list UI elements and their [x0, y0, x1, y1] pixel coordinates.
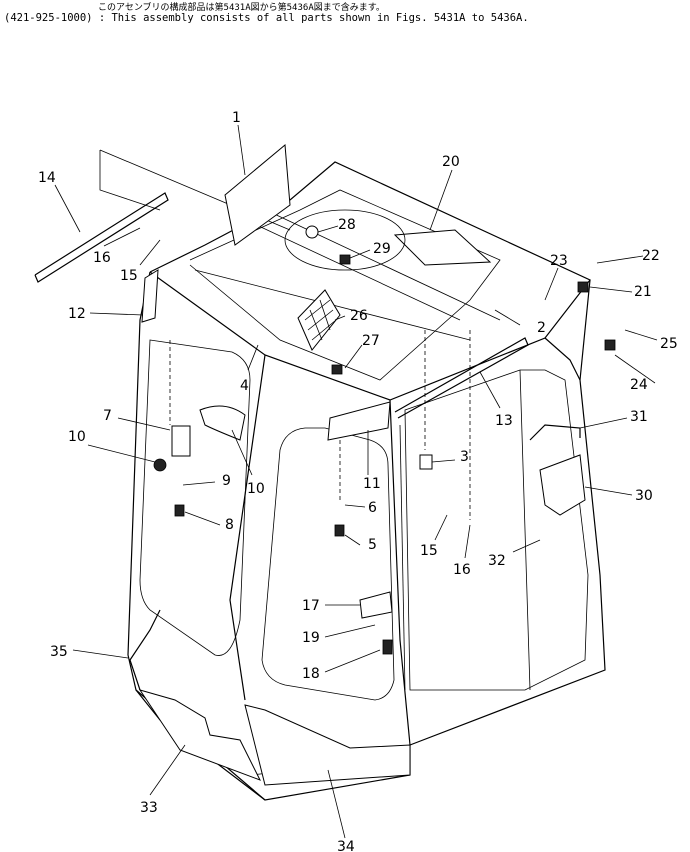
- part-21-bolt: [577, 281, 589, 293]
- callout-7: 7: [103, 408, 112, 424]
- part-5-bolt: [334, 524, 345, 537]
- callout-19: 19: [302, 630, 320, 646]
- callout-15a: 15: [120, 268, 138, 284]
- callout-5: 5: [368, 537, 377, 553]
- part-31-handle: [529, 424, 581, 441]
- part-33-lower-panel: [138, 689, 262, 781]
- callout-21: 21: [634, 284, 652, 300]
- callout-31: 31: [630, 409, 648, 425]
- callout-24: 24: [630, 377, 648, 393]
- part-27-bolt: [331, 364, 343, 375]
- callout-3: 3: [460, 449, 469, 465]
- callout-4: 4: [240, 378, 249, 394]
- part-29-bolt: [339, 254, 351, 265]
- part-14-left-rail: [34, 192, 169, 283]
- callout-35: 35: [50, 644, 68, 660]
- callout-16b: 16: [453, 562, 471, 578]
- part-13-right-strip: [394, 337, 529, 419]
- callout-13: 13: [495, 413, 513, 429]
- part-11-bracket: [327, 401, 391, 441]
- callout-14: 14: [38, 170, 56, 186]
- callout-2: 2: [537, 320, 546, 336]
- callout-26: 26: [350, 308, 368, 324]
- part-28-ring: [305, 225, 319, 239]
- callout-8: 8: [225, 517, 234, 533]
- part-10-cover: [199, 405, 246, 441]
- part-3-knob: [419, 454, 433, 470]
- callout-11: 11: [363, 476, 381, 492]
- part-18-bolt: [382, 639, 393, 655]
- callout-1: 1: [232, 110, 241, 126]
- part-12-roof-strip: [141, 269, 159, 323]
- part-8-bolt: [174, 504, 185, 517]
- callout-labels: 1 2 3 4 5 6 7 8 9 10 10 11 12 13 14 15 1…: [38, 110, 678, 852]
- callout-9: 9: [222, 473, 231, 489]
- assembly-note-japanese: このアセンブリの構成部品は第5431A図から第5436A図まで含みます。: [98, 3, 385, 13]
- part-35-side-strip: [129, 609, 161, 691]
- callout-16a: 16: [93, 250, 111, 266]
- callout-23: 23: [550, 253, 568, 269]
- callout-10b: 10: [247, 481, 265, 497]
- part-17-latch: [359, 591, 393, 619]
- callout-17: 17: [302, 598, 320, 614]
- callout-28: 28: [338, 217, 356, 233]
- callout-18: 18: [302, 666, 320, 682]
- assembly-note-english: (421-925-1000) : This assembly consists …: [4, 12, 529, 24]
- part-24-bolt: [604, 339, 616, 351]
- callout-32: 32: [488, 553, 506, 569]
- callout-30: 30: [635, 488, 653, 504]
- callout-27: 27: [362, 333, 380, 349]
- callout-22: 22: [642, 248, 660, 264]
- callout-25: 25: [660, 336, 678, 352]
- part-10-nut: [153, 458, 167, 472]
- part-7-bracket: [171, 425, 191, 457]
- callout-33: 33: [140, 800, 158, 816]
- callout-6: 6: [368, 500, 377, 516]
- part-1-top-cover: [224, 144, 291, 246]
- callout-34: 34: [337, 839, 355, 852]
- part-26-vent-grid: [297, 289, 341, 351]
- part-20-plate: [393, 229, 492, 266]
- callout-10a: 10: [68, 429, 86, 445]
- callout-29: 29: [373, 241, 391, 257]
- part-34-lower-panel: [244, 704, 411, 786]
- leader-lines: [54, 124, 658, 839]
- part-30-box: [539, 454, 586, 516]
- callout-12: 12: [68, 306, 86, 322]
- callout-20: 20: [442, 154, 460, 170]
- callout-15b: 15: [420, 543, 438, 559]
